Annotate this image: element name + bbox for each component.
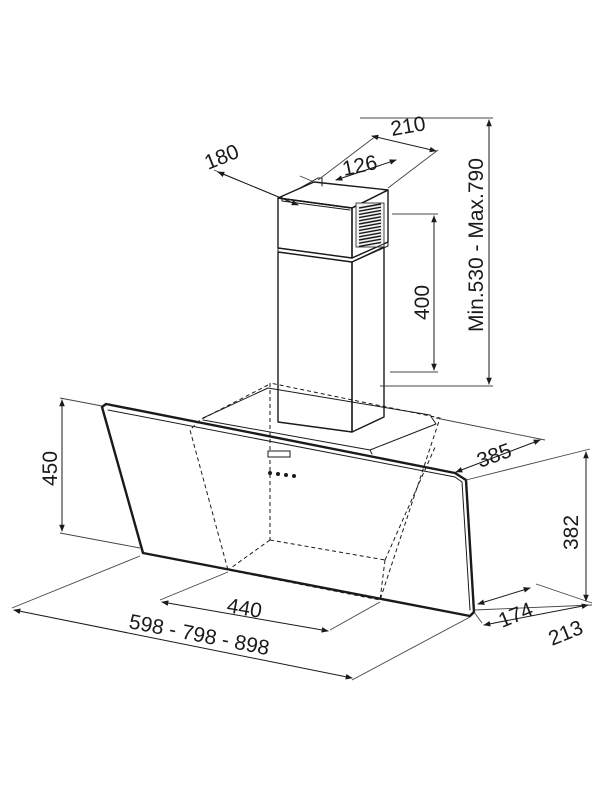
vent-slot	[358, 209, 382, 216]
upper-chimney	[277, 177, 389, 263]
vent-slot	[358, 225, 382, 232]
vent-slot	[358, 241, 382, 248]
dim-chimney-depth: 180	[201, 140, 242, 174]
vent-slot	[358, 235, 382, 241]
lower-chimney	[277, 246, 385, 433]
vent-slot	[358, 228, 382, 235]
vent-slot	[358, 203, 382, 209]
dim-upper-chimney-height: 400	[411, 285, 434, 320]
dim-chimney-width: 210	[389, 112, 428, 141]
vent-slot	[358, 219, 382, 225]
glass-canopy	[100, 402, 476, 618]
vent-slot	[358, 222, 382, 228]
dim-body-depth: 385	[474, 439, 515, 473]
vent-grille	[355, 202, 385, 248]
dim-hood-height: 450	[39, 451, 62, 486]
vent-slot	[358, 206, 382, 212]
dim-outlet-width: 126	[340, 151, 379, 181]
dim-body-height: 382	[560, 515, 583, 550]
vent-slot	[358, 216, 382, 222]
dim-glass-depth-bottom: 174	[495, 598, 536, 633]
dimension-lines	[13, 119, 589, 680]
control-panel	[267, 450, 296, 478]
vent-slot	[358, 232, 382, 238]
dimension-labels: 180 210 126 Min.530 - Max.790 400 450 38…	[39, 112, 586, 660]
motor-body	[189, 382, 441, 601]
dim-inner-width: 440	[225, 594, 264, 623]
dim-chimney-total-height: Min.530 - Max.790	[465, 158, 488, 332]
dim-total-depth-bottom: 213	[545, 616, 586, 650]
vent-slot	[358, 238, 382, 244]
vent-slot	[358, 212, 382, 219]
